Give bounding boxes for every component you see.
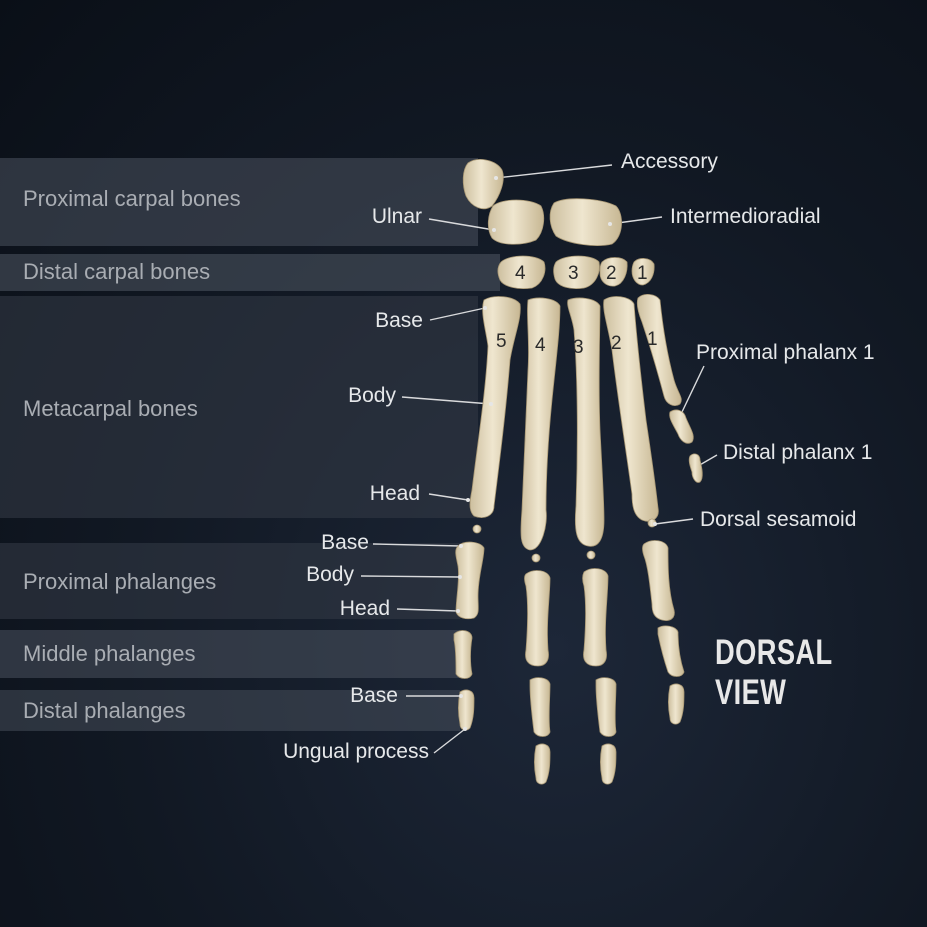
view-title: DORSAL VIEW <box>715 633 833 712</box>
distal-carpal-4 <box>497 255 546 289</box>
band-label-distal-carpal: Distal carpal bones <box>23 259 211 284</box>
metacarpal-1 <box>636 294 682 406</box>
middle-phalanx-5 <box>453 630 473 679</box>
label-accessory: Accessory <box>621 150 718 173</box>
distal-phalanx-5 <box>458 689 475 731</box>
metacarpal-number-5: 5 <box>496 331 507 352</box>
metacarpal-number-4: 4 <box>535 335 546 356</box>
leader-dots <box>456 176 657 731</box>
band-label-metacarpal: Metacarpal bones <box>23 396 198 421</box>
label-intermedioradial: Intermedioradial <box>670 205 821 228</box>
dorsal-sesamoid-3 <box>586 550 596 560</box>
label-base-metacarpal: Base <box>375 309 423 332</box>
distal-phalanx-1 <box>688 453 703 483</box>
metacarpal-number-2: 2 <box>611 333 622 354</box>
metacarpal-number-3: 3 <box>573 337 584 358</box>
distal-phalanx-3 <box>600 743 617 785</box>
carpal-number-3: 3 <box>568 263 579 284</box>
proximal-phalanx-4 <box>524 570 551 667</box>
proximal-phalanx-5 <box>455 541 485 620</box>
band-metacarpal <box>0 296 478 518</box>
label-head-proximal-phalanx: Head <box>339 597 390 620</box>
metacarpal-3 <box>567 297 605 547</box>
band-label-proximal-phalanges: Proximal phalanges <box>23 569 217 594</box>
band-label-proximal-carpal: Proximal carpal bones <box>23 186 241 211</box>
ulnar-bone <box>487 199 545 245</box>
distal-phalanx-4 <box>534 743 551 785</box>
proximal-phalanx-2 <box>642 540 675 621</box>
intermedioradial-bone <box>549 198 622 246</box>
metacarpal-5 <box>469 296 521 518</box>
label-ungual-process: Ungual process <box>283 740 429 763</box>
carpal-number-4: 4 <box>515 263 526 284</box>
label-base-proximal-phalanx: Base <box>321 531 369 554</box>
label-proximal-phalanx-1: Proximal phalanx 1 <box>696 341 875 364</box>
band-distal-carpal <box>0 254 500 291</box>
distal-carpal-2 <box>599 257 628 287</box>
dorsal-sesamoid-4 <box>531 553 541 563</box>
proximal-phalanx-3 <box>582 568 609 667</box>
middle-phalanx-4 <box>529 677 551 737</box>
label-distal-phalanx-1: Distal phalanx 1 <box>723 441 873 464</box>
label-dorsal-sesamoid: Dorsal sesamoid <box>700 508 857 531</box>
distal-carpal-1 <box>631 258 655 286</box>
leader-lines <box>360 164 718 754</box>
metacarpal-2 <box>603 296 659 522</box>
band-label-distal-phalanges: Distal phalanges <box>23 698 186 723</box>
label-body-metacarpal: Body <box>348 384 396 407</box>
distal-phalanx-2 <box>668 683 685 725</box>
bones <box>453 159 703 785</box>
band-proximal-phalanges <box>0 543 460 619</box>
band-label-middle-phalanges: Middle phalanges <box>23 641 196 666</box>
carpal-number-2: 2 <box>606 263 617 284</box>
band-proximal-carpal <box>0 158 478 246</box>
label-base-distal-phalanx: Base <box>350 684 398 707</box>
middle-phalanx-2 <box>657 625 685 677</box>
band-middle-phalanges <box>0 630 460 678</box>
proximal-phalanx-1 <box>669 409 694 444</box>
label-ulnar: Ulnar <box>371 205 422 228</box>
dorsal-sesamoid-5 <box>472 524 482 534</box>
label-head-metacarpal: Head <box>369 482 420 505</box>
middle-phalanx-3 <box>595 677 617 737</box>
metacarpal-number-1: 1 <box>647 329 658 350</box>
metacarpal-4 <box>520 297 561 551</box>
accessory-bone <box>462 159 504 210</box>
distal-carpal-3 <box>553 255 600 289</box>
label-body-proximal-phalanx: Body <box>306 563 354 586</box>
carpal-number-1: 1 <box>637 263 648 284</box>
band-distal-phalanges <box>0 690 460 731</box>
